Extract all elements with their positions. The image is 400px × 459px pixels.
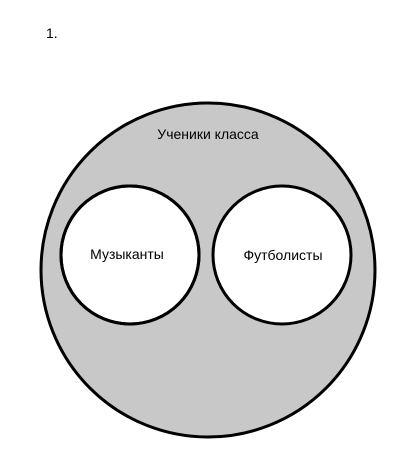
set-b-circle bbox=[211, 184, 353, 326]
universe-label: Ученики класса bbox=[157, 126, 259, 142]
problem-number: 1. bbox=[46, 25, 58, 41]
set-b-label: Футболисты bbox=[243, 247, 322, 263]
set-a-outline bbox=[59, 184, 201, 326]
set-a-label: Музыканты bbox=[90, 246, 164, 262]
